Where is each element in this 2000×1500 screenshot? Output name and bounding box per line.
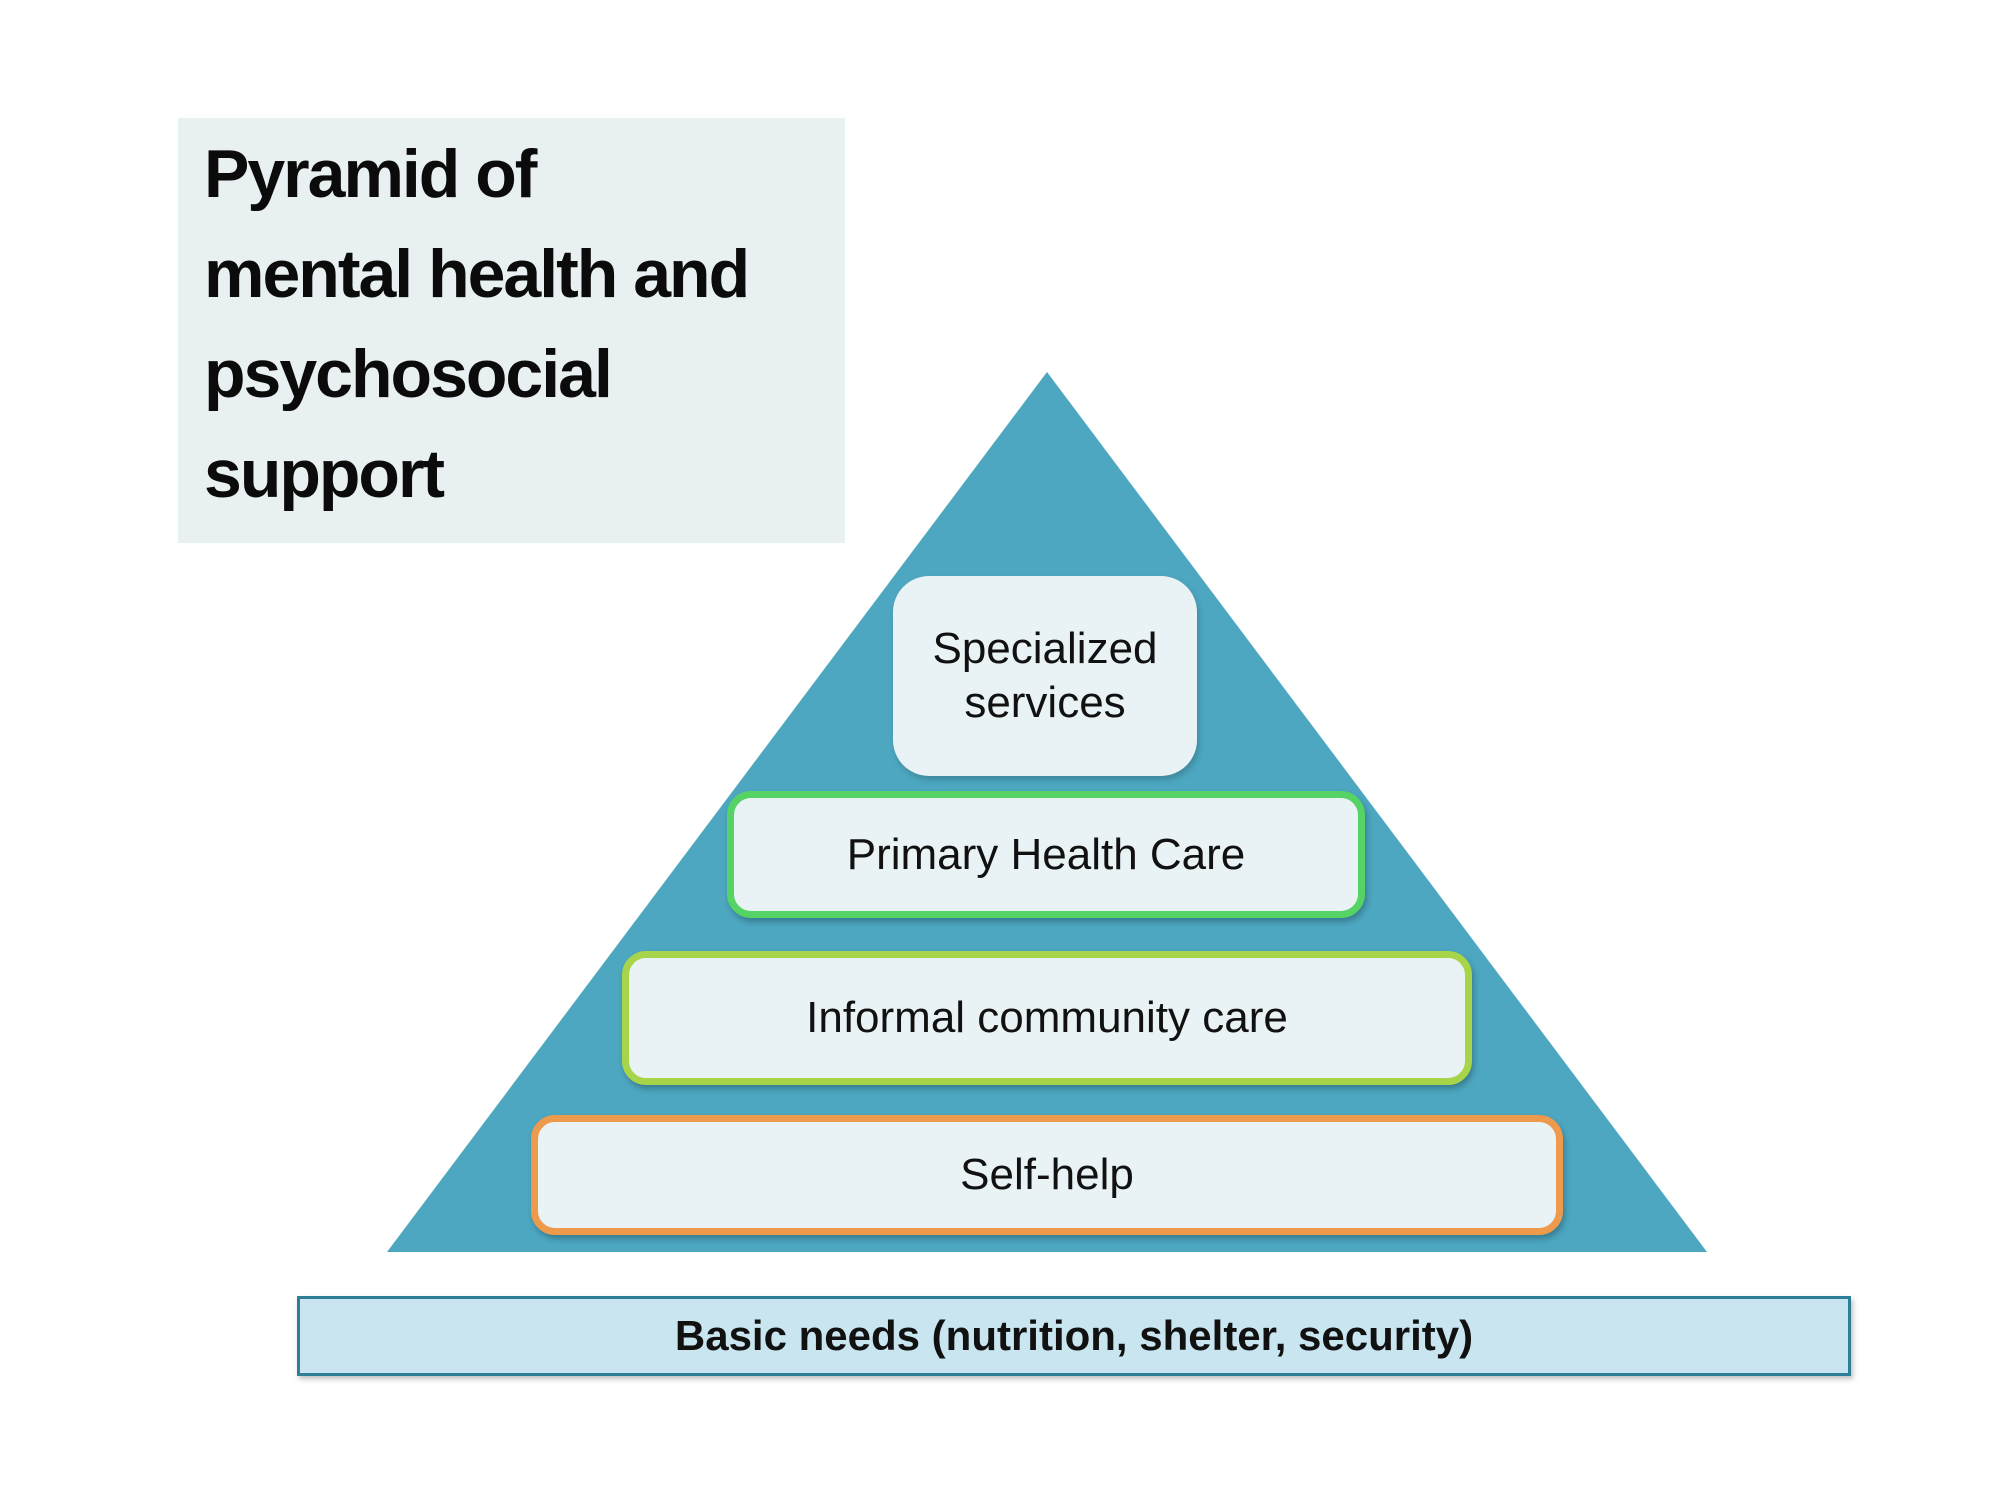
title-line-1: Pyramid of bbox=[204, 136, 537, 212]
title-line-2: mental health and bbox=[204, 236, 750, 312]
basic-needs-label: Basic needs (nutrition, shelter, securit… bbox=[674, 1312, 1474, 1359]
title-line-4: support bbox=[204, 436, 445, 512]
tier-label: Self-help bbox=[960, 1150, 1134, 1199]
tier-label: Primary Health Care bbox=[846, 829, 1246, 879]
basic-needs-bar: Basic needs (nutrition, shelter, securit… bbox=[297, 1296, 1851, 1376]
pyramid-tier-informal-community-care: Informal community care bbox=[622, 951, 1472, 1085]
pyramid-tier-specialized-services: Specialized services bbox=[893, 576, 1197, 776]
pyramid-tier-primary-health-care: Primary Health Care bbox=[727, 791, 1365, 918]
tier-label: Informal community care bbox=[806, 993, 1288, 1042]
pyramid-tier-self-help: Self-help bbox=[531, 1115, 1563, 1235]
title-line-3: psychosocial bbox=[204, 336, 613, 412]
tier-label: Specialized services bbox=[932, 624, 1158, 727]
title-box: Pyramid of mental health and psychosocia… bbox=[178, 118, 845, 543]
